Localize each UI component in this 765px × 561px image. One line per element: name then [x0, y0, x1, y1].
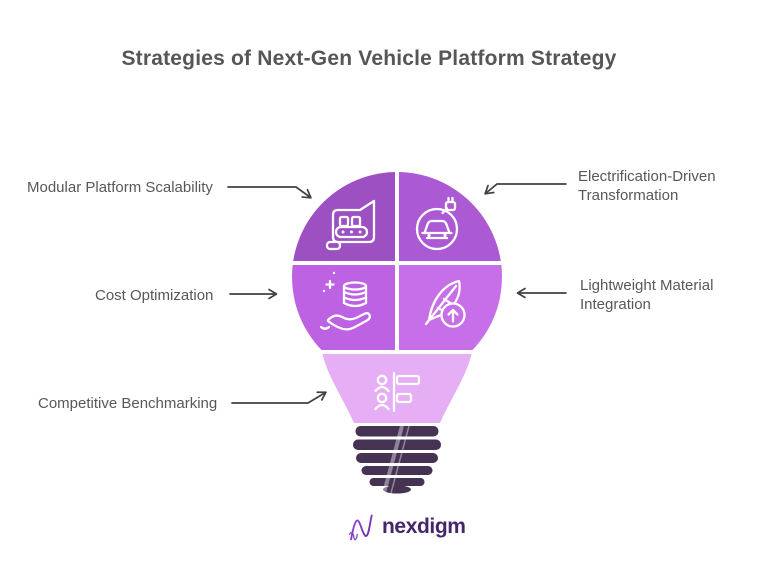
feather-growth-icon [424, 279, 466, 328]
label-cost-optimization: Cost Optimization [95, 287, 214, 304]
nexdigm-logo-icon [348, 514, 373, 541]
segment-cost-optimization [291, 265, 395, 350]
segment-modular-platform-scalability [291, 172, 395, 261]
label-electrification-driven-transformation: Electrification-Driven Transformation [578, 168, 716, 204]
segment-competitive-benchmarking [291, 354, 502, 423]
label-modular-platform-scalability: Modular Platform Scalability [27, 179, 213, 196]
arrow-competitive-benchmarking [231, 391, 327, 404]
label-competitive-benchmarking: Competitive Benchmarking [38, 395, 218, 412]
people-benchmark-icon [374, 371, 421, 413]
nexdigm-logo: nexdigm [347, 508, 466, 546]
conveyor-belt-icon [325, 199, 376, 251]
electric-car-icon [415, 196, 459, 251]
arrow-electrification-driven-transformation [484, 183, 567, 195]
segment-electrification-driven-transformation [399, 172, 502, 261]
arrow-modular-platform-scalability [227, 186, 312, 199]
hand-coins-icon [319, 271, 372, 331]
page-title: Strategies of Next-Gen Vehicle Platform … [121, 47, 617, 70]
screw-highlight [382, 425, 410, 494]
bulb-screw-base [353, 425, 441, 494]
label-lightweight-material-integration: Lightweight Material Integration [580, 277, 714, 313]
nexdigm-wordmark: nexdigm [382, 515, 466, 538]
lightbulb-diagram [291, 172, 502, 494]
